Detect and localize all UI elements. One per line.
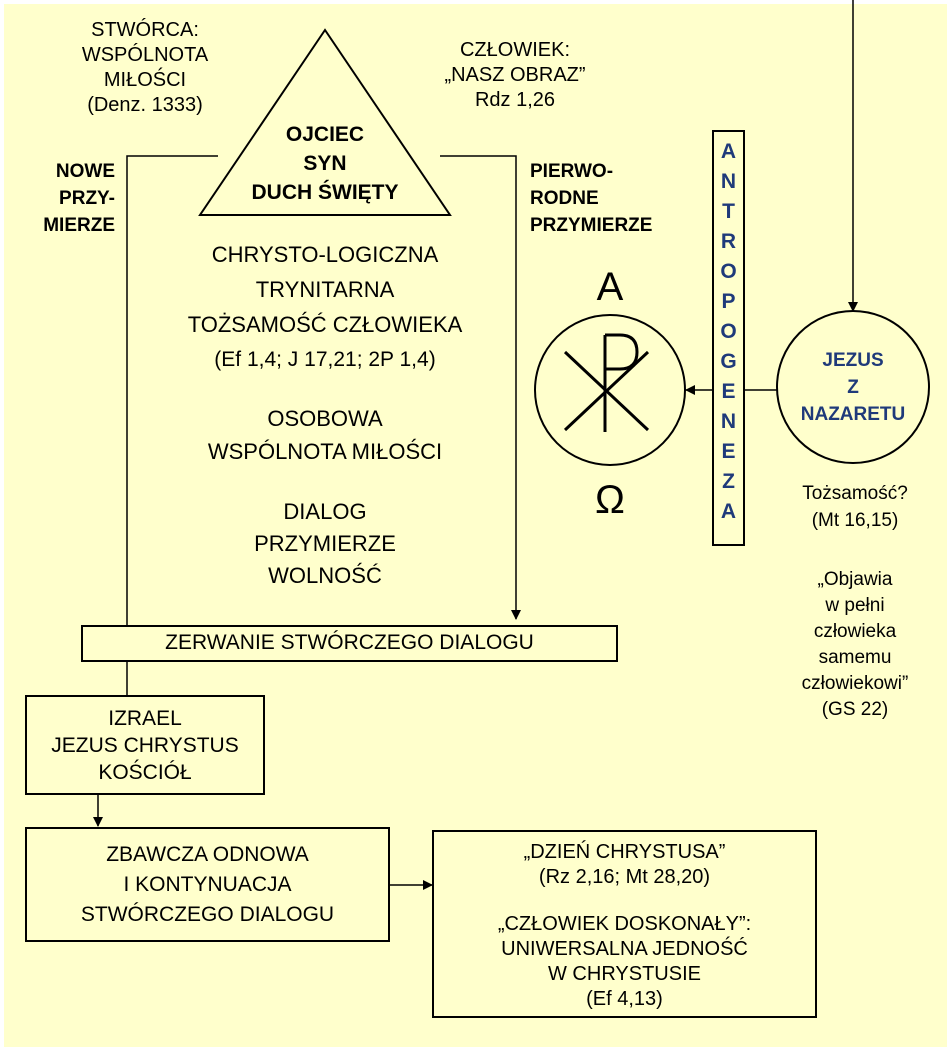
antropogeneza-letter: P: [721, 290, 736, 313]
israel-box: [25, 695, 265, 795]
identity-question: Tożsamość?(Mt 16,15): [802, 483, 908, 531]
man-image-label: CZŁOWIEK:„NASZ OBRAZ”Rdz 1,26: [444, 39, 586, 111]
antropogeneza-box: A N T R O P O G E N E Z A: [712, 130, 745, 546]
christ-day-box: [432, 830, 817, 1018]
antropogeneza-letter: A: [720, 500, 737, 523]
antropogeneza-letter: N: [720, 410, 737, 433]
chirho-circle: [534, 314, 686, 466]
perfect-man-label: „CZŁOWIEK DOSKONAŁY”:UNIWERSALNA JEDNOŚĆ…: [497, 913, 752, 1010]
new-covenant-line: [126, 155, 218, 695]
christ-day-label: „DZIEŃ CHRYSTUSA”(Rz 2,16; Mt 28,20): [523, 841, 726, 888]
antropogeneza-letter: R: [720, 230, 737, 253]
jesus-circle: [776, 310, 930, 464]
omega-symbol: Ω: [595, 478, 625, 522]
renewal-box: [25, 827, 390, 942]
antropogeneza-letter: T: [722, 200, 735, 223]
rupture-box: [81, 625, 618, 662]
antropogeneza-letter: O: [720, 320, 737, 343]
antropogeneza-letter: E: [721, 440, 736, 463]
rho-bowl: [605, 333, 639, 371]
antropogeneza-letter: A: [720, 140, 737, 163]
antropogeneza-letter: N: [720, 170, 737, 193]
alpha-symbol: A: [596, 265, 624, 309]
antropogeneza-letter: G: [720, 350, 737, 373]
antropogeneza-letter: Z: [722, 470, 735, 493]
scripture-refs: (Ef 1,4; J 17,21; 2P 1,4): [214, 348, 436, 371]
antropogeneza-letter: E: [721, 380, 736, 403]
original-covenant-arrow: [440, 155, 521, 620]
trinity-triangle: [198, 28, 452, 216]
rupture-label: ZERWANIE STWÓRCZEGO DIALOGU: [165, 631, 534, 654]
antropogeneza-letter: O: [720, 260, 737, 283]
